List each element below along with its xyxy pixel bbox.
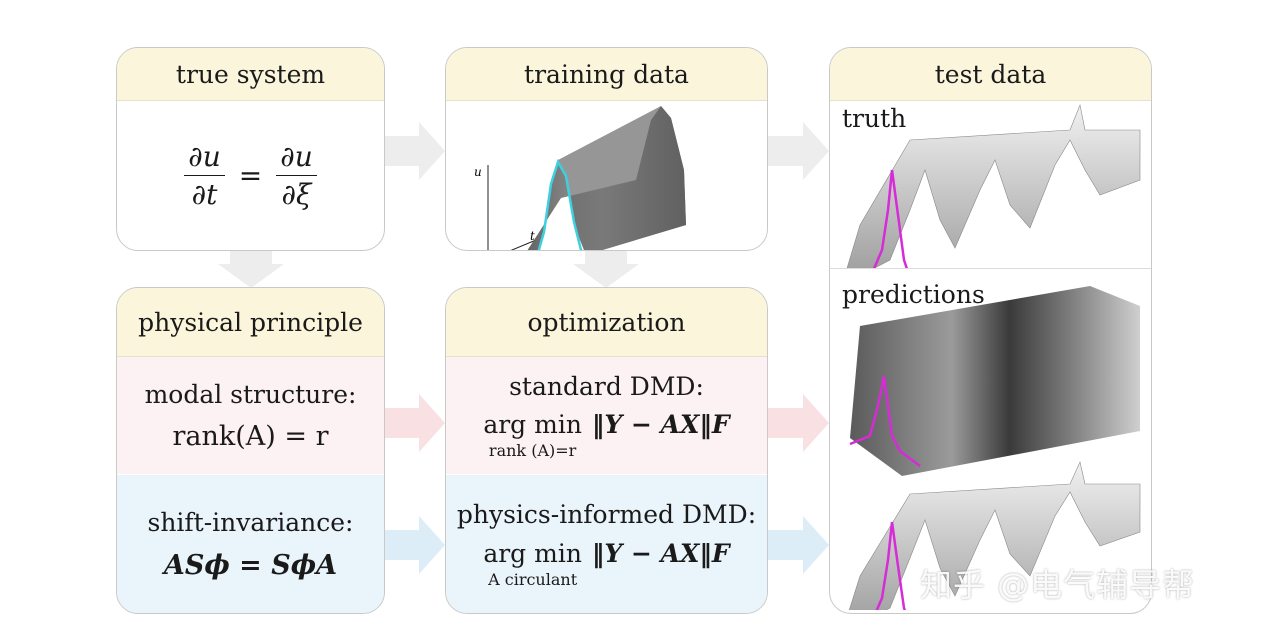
arrow-system-to-principle	[218, 250, 284, 288]
arrow-training-to-optimization	[573, 250, 639, 288]
truth-label: truth	[842, 104, 907, 133]
standard-dmd-norm: ‖Y − AX‖F	[591, 410, 730, 440]
equals-sign: =	[238, 158, 263, 192]
rhs-fraction: ∂u ∂ξ	[276, 140, 317, 211]
physics-informed-dmd-objective: arg min A circulant ‖Y − AX‖F	[483, 538, 730, 589]
panel-true-system: true system ∂u ∂t = ∂u ∂ξ	[116, 47, 385, 251]
standard-dmd-constraint: rank (A)=r	[488, 441, 577, 461]
standard-dmd-label: standard DMD:	[509, 371, 704, 401]
physics-informed-prediction-plot	[848, 461, 1141, 610]
arrow-system-to-training	[383, 122, 445, 180]
standard-dmd-prediction-plot	[849, 286, 1140, 476]
training-surface-plot: u t ξ	[474, 106, 686, 250]
modal-structure-section: modal structure: rank(A) = r	[117, 357, 384, 474]
rank-constraint-equation: rank(A) = r	[172, 420, 329, 452]
physics-informed-dmd-norm: ‖Y − AX‖F	[591, 538, 730, 568]
physics-informed-dmd-label: physics-informed DMD:	[456, 500, 757, 530]
panel-training-data: training data u t ξ	[445, 47, 768, 251]
panel-title: physical principle	[117, 288, 384, 357]
shift-invariance-label: shift-invariance:	[147, 507, 354, 537]
arrow-modal-to-standard	[383, 394, 445, 452]
commutation-equation: ASϕ = SϕA	[163, 550, 338, 582]
axis-label-u: u	[474, 165, 482, 179]
panel-title: training data	[446, 48, 767, 101]
modal-structure-label: modal structure:	[144, 380, 357, 410]
standard-dmd-objective: arg min rank (A)=r ‖Y − AX‖F	[483, 410, 730, 461]
shift-invariance-section: shift-invariance: ASϕ = SϕA	[117, 475, 384, 613]
divider	[830, 268, 1151, 269]
arrow-shift-to-pidmd	[383, 516, 445, 574]
panel-title: test data	[830, 48, 1151, 101]
physics-informed-dmd-constraint: A circulant	[488, 569, 578, 589]
panel-title: true system	[117, 48, 384, 101]
standard-dmd-section: standard DMD: arg min rank (A)=r ‖Y − AX…	[446, 357, 767, 474]
pde-equation: ∂u ∂t = ∂u ∂ξ	[117, 100, 384, 250]
arrow-standard-to-predictions	[767, 394, 829, 452]
arrow-training-to-test	[767, 122, 829, 180]
panel-title: optimization	[446, 288, 767, 357]
predictions-label: predictions	[842, 280, 985, 309]
watermark-text: 知乎 @电气辅导帮	[920, 566, 1196, 604]
arrow-pidmd-to-predictions	[767, 516, 829, 574]
panel-optimization: optimization standard DMD: arg min rank …	[445, 287, 768, 614]
physics-informed-dmd-section: physics-informed DMD: arg min A circulan…	[446, 475, 767, 613]
lhs-fraction: ∂u ∂t	[184, 140, 225, 211]
panel-physical-principle: physical principle modal structure: rank…	[116, 287, 385, 614]
axis-label-t: t	[530, 229, 535, 243]
truth-surface-plot	[846, 103, 1141, 268]
panel-test-data: test data truth predictions	[829, 47, 1152, 614]
